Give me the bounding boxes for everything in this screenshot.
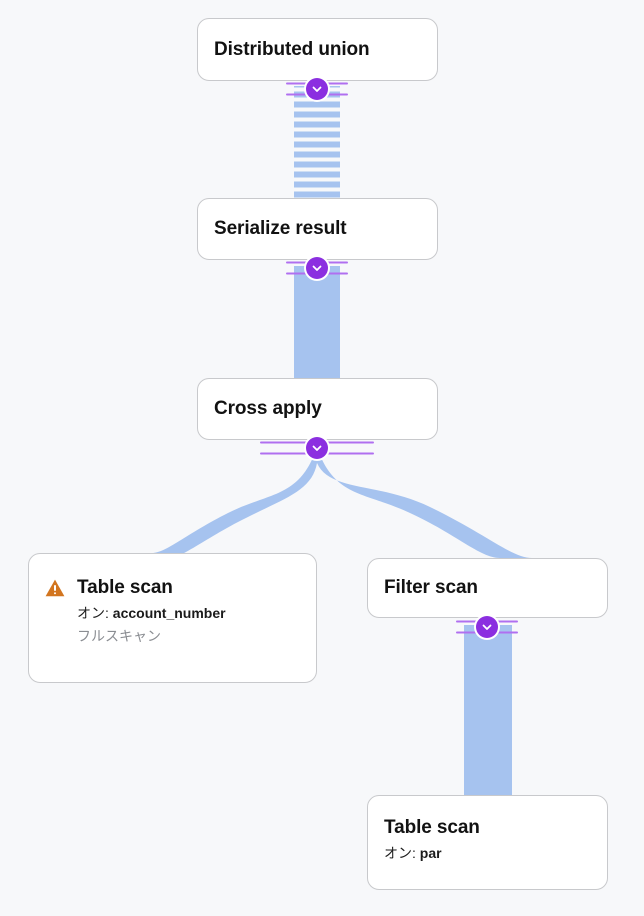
node-subtitle-value: par — [419, 845, 442, 861]
chevron-down-icon[interactable] — [306, 78, 328, 100]
node-subtitle-key: オン: — [384, 845, 416, 861]
node-subtitle-key: オン: — [77, 605, 109, 621]
node-serialize-result[interactable]: Serialize result — [197, 198, 438, 260]
node-title: Distributed union — [214, 38, 370, 60]
node-title: Cross apply — [214, 398, 322, 419]
warning-icon — [45, 579, 65, 599]
node-title: Serialize result — [214, 218, 347, 239]
collapse-toggle-distributed-union[interactable] — [286, 78, 348, 100]
edge-filter-scan-to-table-scan-par — [464, 625, 512, 797]
edge-distributed-union-to-serialize-result — [294, 86, 340, 198]
node-cross-apply[interactable]: Cross apply — [197, 378, 438, 440]
edge-cross-apply-to-filter-scan — [317, 447, 532, 558]
edge-cross-apply-to-table-scan-account-number — [152, 447, 317, 563]
node-table-scan-account-number[interactable]: Table scan オン: account_number フルスキャン — [28, 553, 317, 683]
chevron-down-icon[interactable] — [476, 616, 498, 638]
badge-line-right — [326, 82, 348, 96]
collapse-toggle-serialize-result[interactable] — [286, 257, 348, 279]
node-distributed-union[interactable]: Distributed union — [197, 18, 438, 81]
collapse-toggle-cross-apply[interactable] — [260, 437, 374, 459]
chevron-down-icon[interactable] — [306, 437, 328, 459]
edge-serialize-result-to-cross-apply — [294, 266, 340, 378]
node-title: Filter scan — [384, 577, 478, 598]
chevron-down-icon[interactable] — [306, 257, 328, 279]
badge-line-right — [326, 441, 374, 455]
badge-line-left — [286, 82, 308, 96]
node-subtitle: オン: account_number — [77, 603, 226, 623]
badge-line-left — [260, 441, 308, 455]
node-subtitle: オン: par — [384, 843, 480, 863]
node-note: フルスキャン — [77, 628, 161, 644]
badge-line-left — [286, 261, 308, 275]
badge-line-right — [496, 620, 518, 634]
collapse-toggle-filter-scan[interactable] — [456, 616, 518, 638]
node-table-scan-par[interactable]: Table scan オン: par — [367, 795, 608, 890]
node-filter-scan[interactable]: Filter scan — [367, 558, 608, 618]
badge-line-left — [456, 620, 478, 634]
node-title: Table scan — [384, 817, 480, 838]
node-title: Table scan — [77, 577, 173, 598]
badge-line-right — [326, 261, 348, 275]
node-subtitle-value: account_number — [112, 605, 226, 621]
